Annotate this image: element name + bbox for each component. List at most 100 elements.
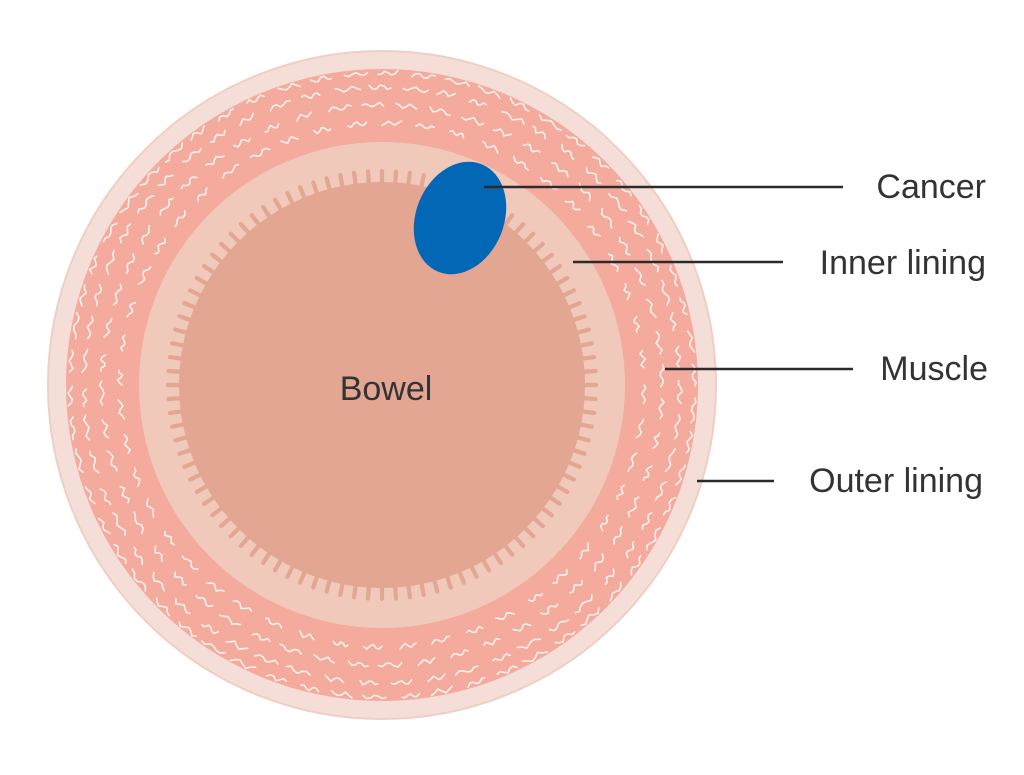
muscle-fibre [174,210,186,228]
muscle-fibre [449,129,465,139]
muscle-fibre [390,679,413,685]
muscle-fibre [343,71,369,78]
muscle-fibre [465,625,484,634]
muscle-fibre [285,665,311,676]
muscle-fibre [658,398,665,419]
muscle-fibre [137,266,152,285]
muscle-fibre [133,546,144,566]
muscle-fibre [83,414,91,441]
muscle-fibre [627,452,638,472]
muscle-fibre [540,603,559,615]
muscle-fibre [334,85,362,93]
muscle-fibre [88,255,98,275]
muscle-fibre [301,92,321,99]
muscle-fibre [431,635,451,645]
muscle-fibre [516,638,542,649]
muscle-fibre [580,607,600,626]
muscle-fibre [461,116,485,126]
muscle-fibre [639,349,647,369]
muscle-fibre [222,163,240,179]
muscle-fibre [233,137,251,148]
muscle-fibre [638,205,650,225]
muscle-fibre [313,126,332,135]
muscle-fibre [347,121,368,128]
muscle-fibre [74,448,84,473]
muscle-fibre [645,527,661,551]
muscle-fibre [197,187,208,202]
muscle-fibre [656,233,664,254]
muscle-fibre [363,643,383,650]
muscle-fibre [279,643,302,655]
muscle-fibre [67,385,74,407]
muscle-fibre [509,97,530,112]
muscle-fibre [574,594,593,614]
muscle-fibre [123,433,131,454]
muscle-fibre [468,98,487,106]
muscle-fibre [395,102,418,110]
muscle-label: Muscle [880,350,988,388]
muscle-fibre [591,156,610,169]
muscle-fibre [664,448,676,473]
muscle-fibre [175,598,191,615]
muscle-fibre [68,349,75,373]
inner-lining-label: Inner lining [820,244,986,282]
muscle-fibre [225,640,249,650]
muscle-fibre [100,354,106,372]
muscle-fibre [249,147,271,158]
muscle-fibre [607,253,619,272]
muscle-fibre [102,222,118,243]
muscle-fibre [79,284,87,307]
muscle-fibre [492,653,511,662]
muscle-fibre [565,134,586,147]
muscle-fibre [679,297,688,316]
muscle-fibre [642,465,653,482]
muscle-fibre [618,236,631,256]
muscle-fibre [295,111,313,122]
muscle-fibre [399,642,417,650]
muscle-fibre [608,193,628,212]
muscle-fibre [81,348,89,373]
muscle-fibre [251,632,271,642]
muscle-fibre [552,568,568,584]
muscle-fibre [613,525,623,546]
muscle-fibre [217,108,234,122]
muscle-fibre [195,594,214,608]
muscle-fibre [119,334,126,352]
muscle-fibre [141,224,151,245]
muscle-fibre [253,654,279,665]
muscle-fibre [623,283,631,301]
muscle-fibre [609,581,622,602]
muscle-fibre [501,111,525,125]
muscle-fibre [210,129,226,143]
muscle-fibre [246,94,265,104]
muscle-fibre [103,318,113,338]
muscle-fibre [417,656,436,666]
muscle-fibre [112,512,126,536]
muscle-fibre [579,542,590,560]
muscle-fibre [548,619,570,632]
muscle-fibre [164,142,184,163]
muscle-fibre [599,514,609,532]
muscle-fibre [126,301,137,318]
muscle-fibre [131,568,147,592]
muscle-fibre [686,430,694,454]
muscle-fibre [427,673,446,682]
muscle-fibre [496,665,518,675]
muscle-fibre [691,363,697,387]
muscle-fibre [152,571,166,592]
muscle-fibre [361,101,385,108]
muscle-fibre [137,195,155,214]
muscle-fibre [675,345,682,368]
muscle-fibre [200,640,227,654]
muscle-fibre [561,143,575,161]
muscle-fibre [677,380,683,404]
muscle-fibre [615,179,632,197]
muscle-fibre [495,612,516,620]
muscle-fibre [402,86,429,94]
muscle-fibre [119,192,139,213]
muscle-fibre [604,568,615,586]
muscle-fibre [313,654,335,664]
muscle-fibre [173,571,187,586]
muscle-fibre [634,267,646,286]
